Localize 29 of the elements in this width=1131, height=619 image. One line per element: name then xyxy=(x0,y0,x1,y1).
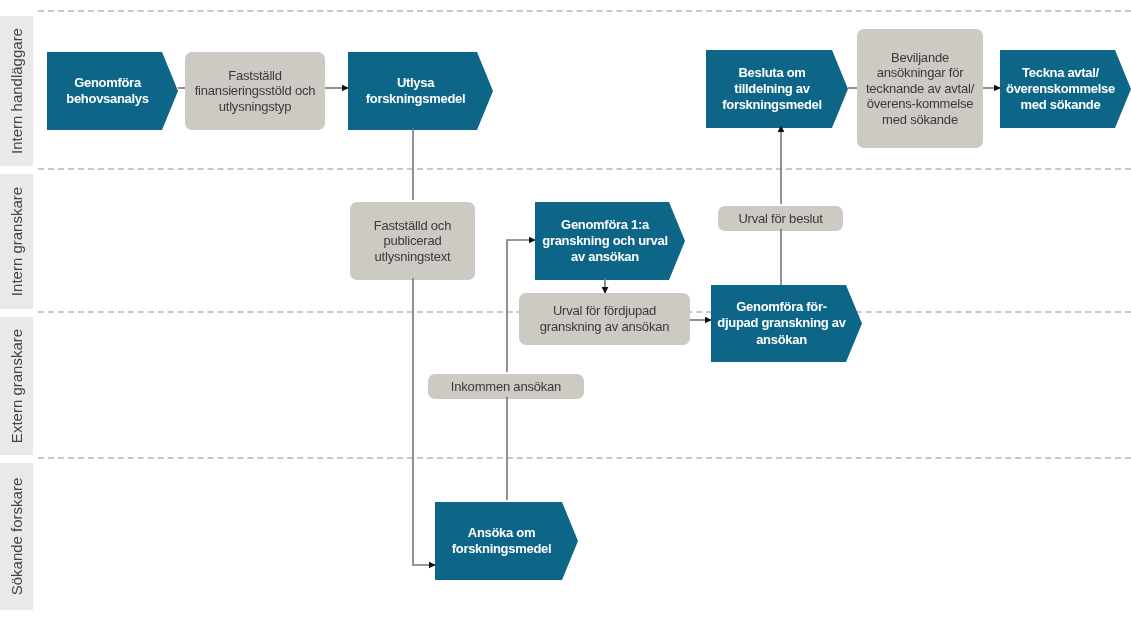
process-step: Utlysa forskningsmedel xyxy=(348,52,493,130)
arrow xyxy=(324,84,349,92)
note-box: Fastställd och publicerad utlysningstext xyxy=(350,202,475,280)
arrow xyxy=(601,277,609,294)
connector-line xyxy=(847,87,858,89)
note-box: Urval för beslut xyxy=(718,206,843,231)
arrow xyxy=(689,316,712,324)
arrow xyxy=(412,277,436,569)
connector-line xyxy=(506,396,508,501)
note-box: Beviljande ansökningar för tecknande av avtal/överens-kommelse med sökande xyxy=(857,29,983,148)
lane-label: Intern granskare xyxy=(0,174,33,309)
lane-label: Intern handläggare xyxy=(0,16,33,166)
connector-line xyxy=(412,127,414,201)
process-step: Teckna avtal/ överenskommelse med sökande xyxy=(1000,50,1131,128)
connector-line xyxy=(177,87,186,89)
note-box: Fastställd finansieringsstöld och utlysningstyp xyxy=(185,52,325,130)
process-step: Genomföra för-djupad granskning av ansökan xyxy=(711,285,862,362)
process-step: Ansöka om forskningsmedel xyxy=(435,502,578,580)
connector-line xyxy=(780,228,782,286)
lane-label: Extern granskare xyxy=(0,317,33,455)
lane-label: Sökande forskare xyxy=(0,463,33,610)
note-box: Inkommen ansökan xyxy=(428,374,584,399)
note-box: Urval för fördjupad granskning av ansökan xyxy=(519,293,690,345)
arrow xyxy=(982,84,1001,92)
process-step: Besluta om tilldelning av forskningsmedel xyxy=(706,50,848,128)
process-step: Genomföra behovsanalys xyxy=(47,52,178,130)
arrow xyxy=(777,125,785,205)
arrow xyxy=(506,236,536,373)
process-step: Genomföra 1:a granskning och urval av ansökan xyxy=(535,202,685,280)
